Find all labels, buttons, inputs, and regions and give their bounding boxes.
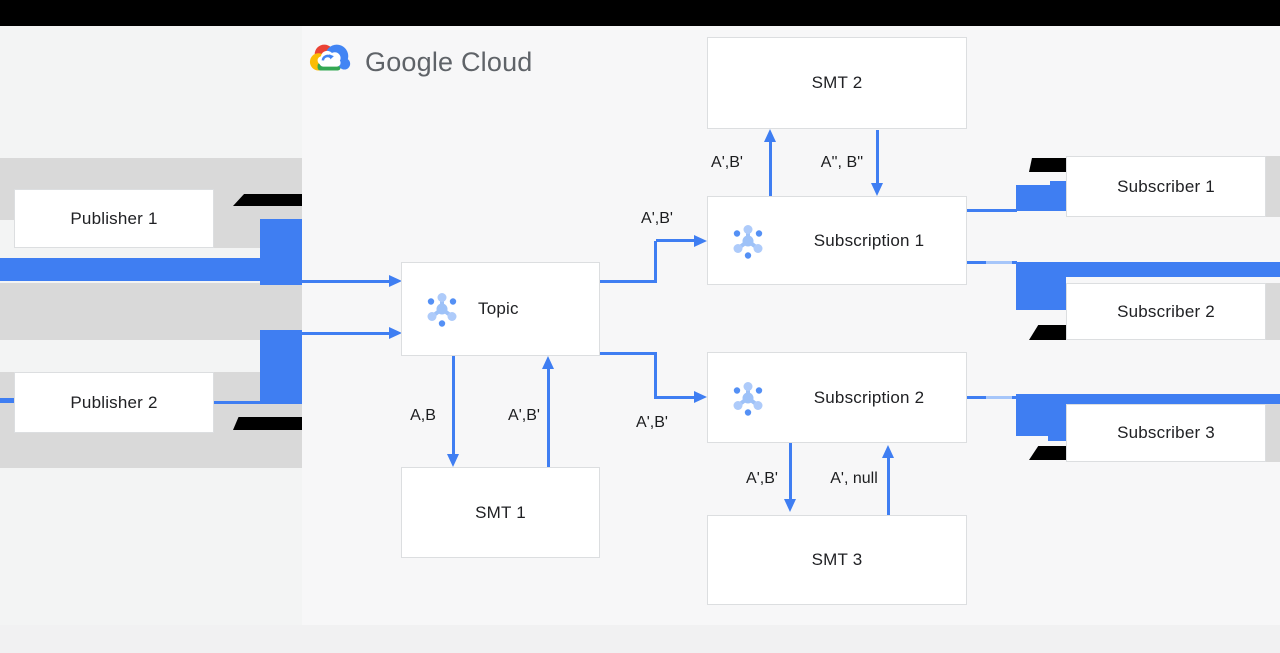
node-smt-2: SMT 2 <box>707 37 967 129</box>
node-publisher-1: Publisher 1 <box>14 189 214 248</box>
edge-label: A',B' <box>636 414 668 431</box>
arrowhead <box>389 275 402 287</box>
glitch-blue-bar <box>1050 181 1066 186</box>
edge-label: A',B' <box>746 470 778 487</box>
google-cloud-icon <box>308 40 354 78</box>
edge-label: A', null <box>830 470 878 487</box>
edge-label: A',B' <box>641 210 673 227</box>
arrow-topic-sub2 <box>654 352 657 399</box>
glitch-blue-bar <box>1016 262 1066 310</box>
arrowhead <box>447 454 459 467</box>
redaction-mark <box>1029 446 1066 460</box>
pubsub-subscription-icon <box>724 374 772 422</box>
arrowhead <box>882 445 894 458</box>
node-subscriber-3: Subscriber 3 <box>1066 404 1266 462</box>
glitch-light-line <box>986 396 1012 399</box>
subscription-1-label: Subscription 1 <box>813 230 925 250</box>
arrowhead <box>542 356 554 369</box>
arrow-topic-smt1 <box>452 356 455 456</box>
top-redaction-bar <box>0 0 1280 26</box>
arrow-sub1-smt2 <box>769 141 772 196</box>
node-topic: Topic <box>401 262 600 356</box>
arrow-smt1-topic <box>547 368 550 467</box>
pubsub-subscription-icon <box>724 217 772 265</box>
node-smt-3: SMT 3 <box>707 515 967 605</box>
arrowhead <box>784 499 796 512</box>
glitch-blue-bar <box>1016 394 1066 436</box>
topic-label: Topic <box>478 299 519 318</box>
gray-band <box>1266 283 1280 340</box>
arrow-smt2-sub1 <box>876 130 879 184</box>
gray-band <box>1266 404 1280 462</box>
node-subscriber-1: Subscriber 1 <box>1066 156 1266 217</box>
arrowhead <box>694 391 707 403</box>
arrowhead <box>764 129 776 142</box>
arrow-topic-sub2 <box>600 352 657 355</box>
subscription-2-label: Subscription 2 <box>813 387 925 407</box>
arrow-topic-sub2 <box>656 396 695 399</box>
node-publisher-2: Publisher 2 <box>14 372 214 433</box>
arrow-sub2-smt3 <box>789 443 792 501</box>
node-subscription-1: Subscription 1 <box>707 196 967 285</box>
redaction-mark <box>233 417 302 430</box>
glitch-blue-stub <box>0 398 14 403</box>
node-smt-1: SMT 1 <box>401 467 600 558</box>
glitch-blue-bar <box>1048 436 1066 441</box>
publisher-2-label: Publisher 2 <box>70 392 158 412</box>
redaction-mark <box>233 194 302 206</box>
glitch-blue-line <box>214 401 261 404</box>
glitch-light-line <box>986 261 1012 264</box>
gray-band <box>0 283 302 340</box>
gray-band <box>1266 156 1280 217</box>
edge-label: A,B <box>410 407 436 424</box>
arrow-topic-sub1 <box>600 280 657 283</box>
glitch-blue-band <box>1016 262 1280 277</box>
redaction-mark <box>1029 325 1066 340</box>
smt-3-label: SMT 3 <box>811 550 863 569</box>
pubsub-topic-icon <box>418 285 466 333</box>
arrow-publisher1-topic <box>302 280 391 283</box>
smt-2-label: SMT 2 <box>811 73 863 92</box>
node-subscription-2: Subscription 2 <box>707 352 967 443</box>
arrow-publisher2-topic <box>302 332 391 335</box>
glitch-blue-bar <box>260 219 302 285</box>
smt-1-label: SMT 1 <box>475 502 526 522</box>
glitch-blue-bar <box>1016 185 1066 211</box>
arrowhead <box>389 327 402 339</box>
edge-label: A'', B'' <box>820 154 864 171</box>
edge-label: A',B' <box>711 154 743 171</box>
subscriber-3-label: Subscriber 3 <box>1117 423 1215 442</box>
bottom-background-strip <box>0 625 1280 653</box>
arrowhead <box>871 183 883 196</box>
node-subscriber-2: Subscriber 2 <box>1066 283 1266 340</box>
subscriber-1-label: Subscriber 1 <box>1117 176 1215 196</box>
glitch-blue-bar <box>0 258 261 281</box>
arrow-sub1-subscriber1 <box>967 209 1017 212</box>
edge-label: A',B' <box>508 407 540 424</box>
arrowhead <box>694 235 707 247</box>
arrow-smt3-sub2 <box>887 457 890 515</box>
google-cloud-logo-text: Google Cloud <box>365 47 533 77</box>
arrow-topic-sub1 <box>656 239 695 242</box>
redaction-mark <box>1029 158 1066 172</box>
subscriber-2-label: Subscriber 2 <box>1117 301 1215 321</box>
glitch-blue-band <box>1016 394 1280 404</box>
arrow-topic-sub1 <box>654 241 657 283</box>
glitch-blue-bar <box>260 330 302 404</box>
publisher-1-label: Publisher 1 <box>70 208 158 228</box>
